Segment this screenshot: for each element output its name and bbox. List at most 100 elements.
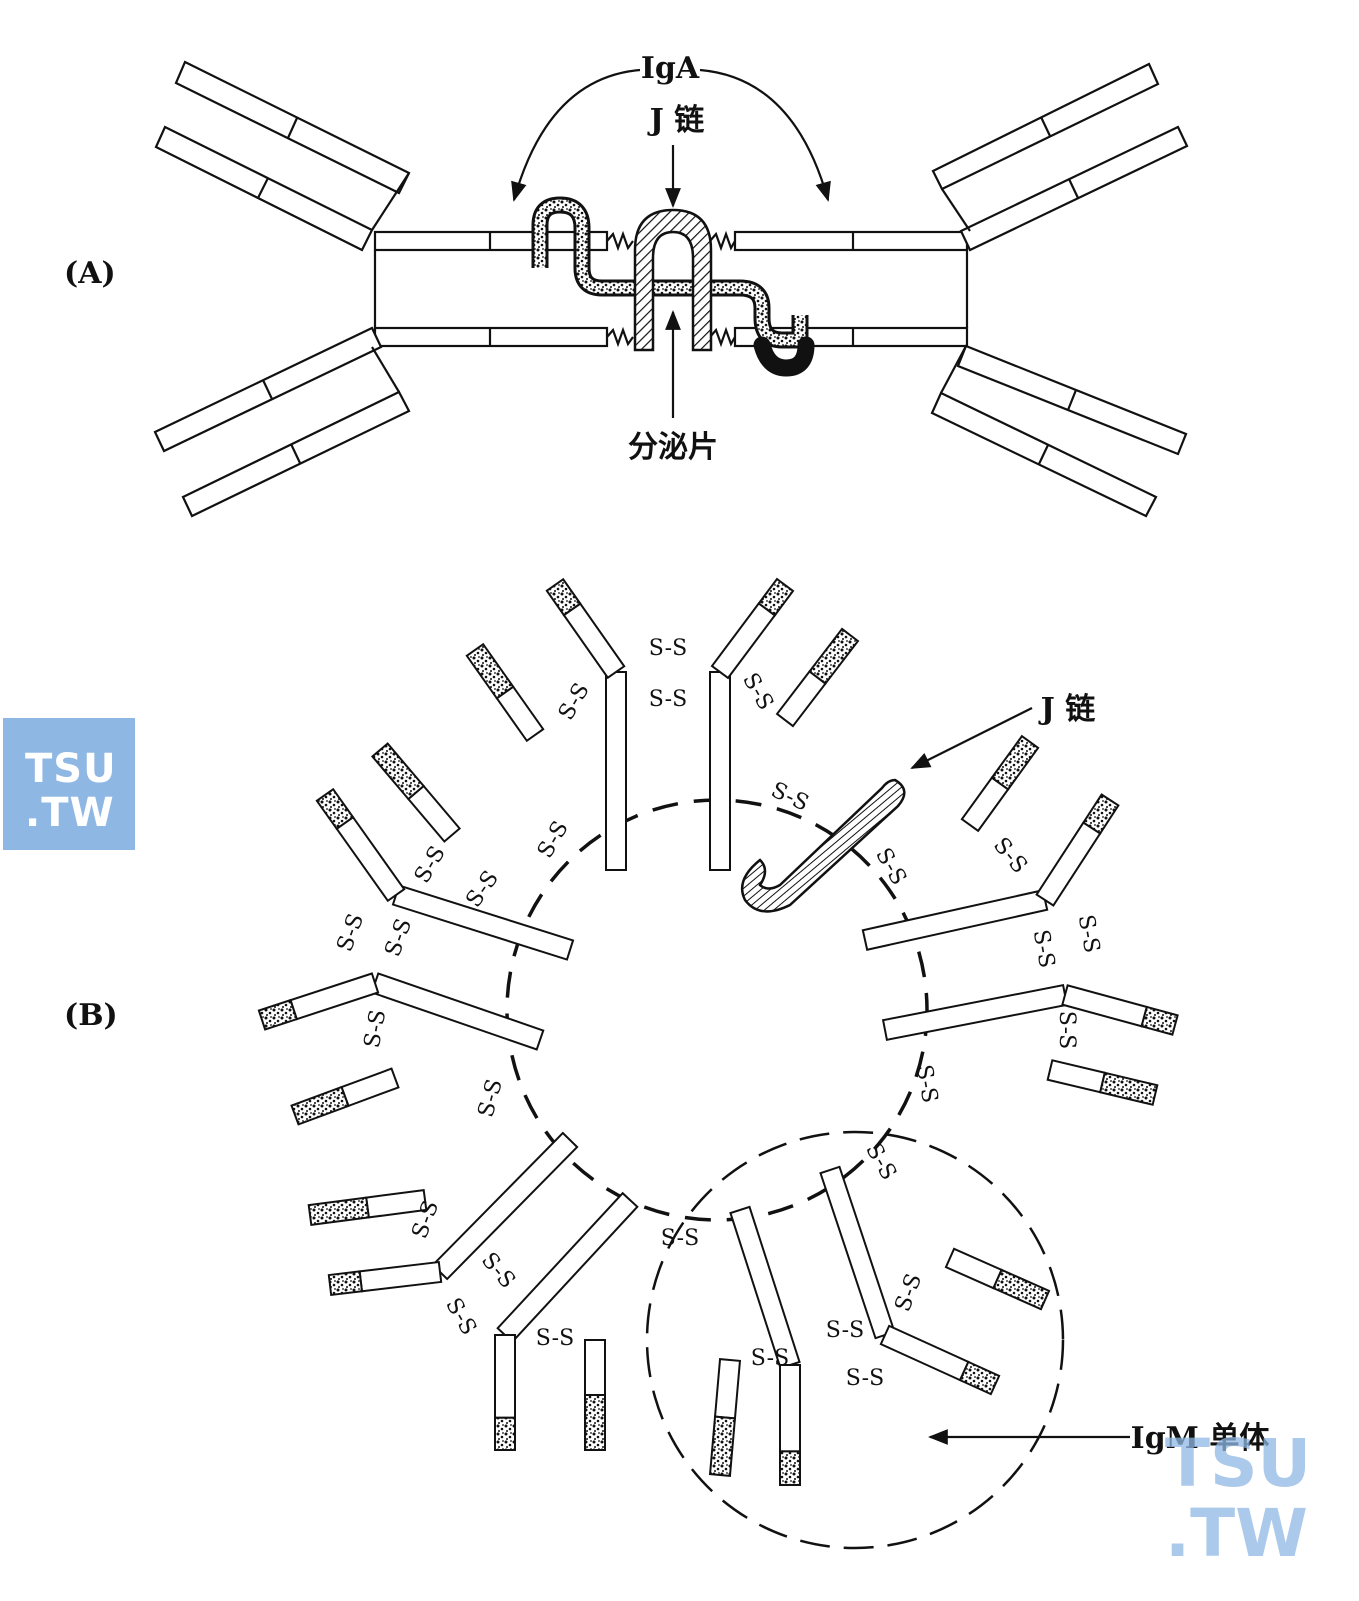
heavy-chain-fab (710, 601, 777, 680)
heavy-chain-fc (391, 884, 575, 961)
panel-a-arrows (511, 68, 831, 418)
iga-label: IgA (641, 51, 700, 86)
disulfide-bond-label: S-S (333, 910, 370, 955)
panel-a-label: (A) (64, 256, 116, 291)
disulfide-bond-label: S-S (440, 1294, 481, 1340)
iga-right-fab-upper (931, 62, 1189, 252)
heavy-chain-fc (819, 1165, 896, 1340)
variable-domain (290, 1085, 350, 1126)
disulfide-bond-label: S-S (846, 1366, 884, 1391)
disulfide-bond-label: S-S (461, 866, 503, 912)
variable-domain (257, 998, 299, 1031)
watermark-text: .TW (1165, 1495, 1308, 1572)
variable-domain (465, 642, 515, 700)
variable-domain (757, 577, 795, 617)
variable-domain (545, 577, 582, 617)
iga-left-fab-lower (153, 326, 411, 518)
hinge-link (709, 326, 736, 348)
j-chain-label-b: J 链 (1038, 692, 1096, 727)
disulfide-bond-label: S-S (1054, 1011, 1079, 1049)
disulfide-bond-label: S-S (649, 687, 687, 712)
watermark-corner: TSU .TW (1165, 1425, 1345, 1585)
variable-domain (992, 1268, 1051, 1311)
variable-domain (494, 1416, 516, 1451)
variable-domain (779, 1450, 801, 1486)
heavy-chain-fc (861, 889, 1049, 951)
disulfide-bond-label: S-S (891, 1270, 928, 1315)
j-chain-arrow-b (910, 707, 1033, 769)
light-chain (340, 1067, 400, 1108)
disulfide-bond-label: S-S (554, 679, 595, 725)
heavy-chain-fab (335, 815, 406, 903)
heavy-chain-fc (496, 1191, 639, 1344)
hinge-link (606, 230, 634, 252)
disulfide-bond-label: S-S (767, 778, 812, 817)
light-chain (1046, 1059, 1107, 1094)
light-chain (406, 784, 462, 843)
disulfide-bond-label: S-S (360, 1008, 391, 1050)
variable-domain (958, 1360, 1001, 1396)
heavy-chain-fc (431, 1131, 579, 1281)
iga-arrow-left (511, 68, 641, 202)
light-chain (495, 685, 545, 743)
variable-domain (708, 1415, 737, 1477)
iga-right-fc-upper (733, 230, 969, 252)
disulfide-bond-label: S-S (911, 1063, 942, 1105)
iga-right-fab-lower (930, 344, 1188, 518)
panel-a (153, 60, 1189, 518)
heavy-chain-fab (779, 1364, 801, 1453)
hinge-link (606, 326, 634, 348)
light-chain (944, 1247, 1003, 1290)
igm-j-chain (740, 778, 906, 913)
heavy-chain-fc (729, 1205, 801, 1370)
light-chain (584, 1339, 606, 1396)
variable-domain (990, 734, 1040, 791)
heavy-chain-fc (709, 671, 731, 871)
variable-domain (584, 1394, 606, 1451)
disulfide-bond-label: S-S (476, 1248, 520, 1293)
panel-b-label: (B) (64, 998, 118, 1033)
variable-domain (1140, 1005, 1179, 1036)
disulfide-bond-label: S-S (533, 817, 574, 863)
secretory-piece-label: 分泌片 (628, 430, 718, 465)
watermark-text: TSU (25, 746, 117, 792)
iga-arrow-right (699, 68, 831, 202)
igm-monomer-label: IgM 单体 (1131, 1421, 1271, 1456)
heavy-chain-fc (370, 972, 545, 1051)
disulfide-bond-label: S-S (661, 1226, 699, 1251)
disulfide-bond-label: S-S (474, 1077, 508, 1121)
disulfide-bond-label: S-S (649, 636, 687, 661)
disulfide-bond-label: S-S (1073, 913, 1104, 955)
igm-monomer-outline (645, 1130, 1065, 1550)
watermark-text: .TW (25, 790, 115, 836)
watermark-text: TSU (1165, 1425, 1312, 1502)
iga-left-fab-upper (154, 60, 411, 252)
heavy-chain-fab (358, 1260, 443, 1293)
heavy-chain-fab (879, 1324, 970, 1382)
disulfide-bond-label: S-S (737, 669, 778, 715)
iga-j-chain (633, 208, 713, 352)
disulfide-bond-label: S-S (826, 1318, 864, 1343)
variable-domain (370, 742, 426, 801)
heavy-chain-fc (605, 671, 627, 871)
variable-domain (1098, 1071, 1159, 1106)
light-chain (960, 776, 1010, 833)
variable-domain (307, 1196, 370, 1227)
watermark-badge: TSU .TW (3, 718, 135, 850)
heavy-chain-fab (562, 602, 626, 680)
disulfide-bond-label: S-S (1028, 928, 1059, 970)
panel-b (257, 577, 1179, 1550)
disulfide-bond-label: S-S (870, 844, 911, 890)
j-chain-label-a: J 链 (647, 103, 705, 138)
variable-domain (1082, 793, 1120, 835)
disulfide-bond-label: S-S (536, 1326, 574, 1351)
variable-domain (327, 1270, 364, 1297)
disulfide-bond-label: S-S (410, 842, 451, 888)
variable-domain (808, 627, 860, 685)
variable-domain (315, 787, 355, 831)
light-chain (775, 670, 827, 728)
hinge-link (709, 230, 736, 252)
disulfide-bond-label: S-S (381, 915, 418, 960)
heavy-chain-fab (1035, 821, 1102, 907)
